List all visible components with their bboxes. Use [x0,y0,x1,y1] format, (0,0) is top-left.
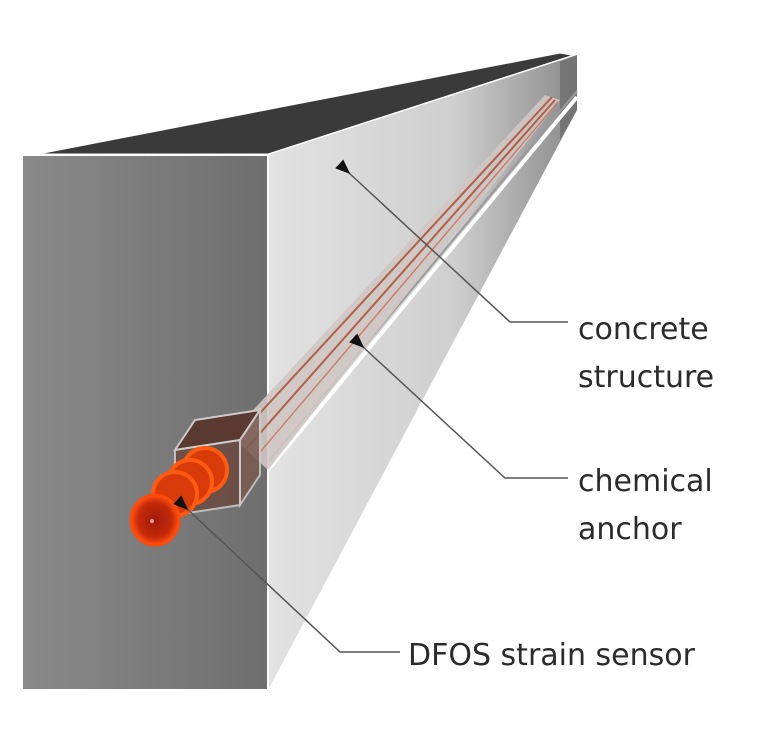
beam-side-face [268,55,577,690]
concrete-label-line2: structure [578,360,715,395]
anchor-leader-line [349,333,568,479]
anchor-label-line1: chemical [578,464,713,499]
chemical-anchor [230,95,560,470]
beam-end-strip [560,55,577,140]
concrete-structure-label: concrete structure [578,306,714,402]
concrete-label-line1: concrete [578,312,709,347]
concrete-leader-line [335,159,568,323]
dfos-sensor-label: DFOS strain sensor [408,638,695,673]
groove-line [266,95,579,472]
chemical-anchor-label: chemical anchor [578,458,713,554]
sensor-leader-line [173,495,400,653]
anchor-label-line2: anchor [578,512,682,547]
